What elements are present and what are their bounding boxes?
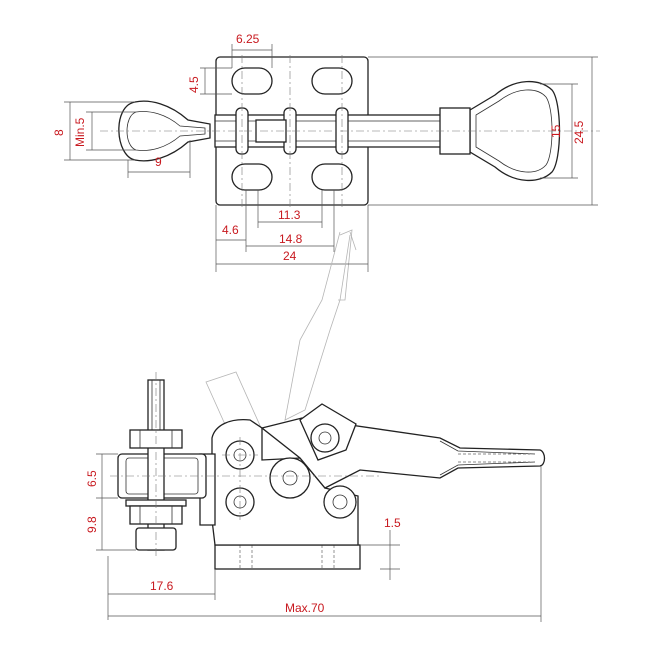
dim-hole-pitch-inner: 11.3 [278,208,301,222]
dim-spindle-height: 8 [52,129,66,136]
side-view-dimensions: 6.5 9.8 1.5 17.6 Max.70 [85,453,542,622]
dim-upper-height: 6.5 [85,470,99,487]
pivot-lower-right [323,485,357,519]
dim-spindle-slot: Min.5 [73,117,87,147]
dim-hole-height: 4.5 [187,76,201,93]
pivot-upper-right [310,423,340,453]
top-view [100,55,600,301]
top-view-dimensions: 6.25 4.5 8 Min.5 9 15 24.5 11.3 [52,32,598,272]
base-foot [214,544,361,570]
dim-spindle-reach: 17.6 [150,579,174,593]
mounting-slot-top-left [231,67,273,95]
dim-overall-height: 24.5 [572,120,586,144]
dim-thickness: 1.5 [384,516,401,530]
dim-spindle-length: 9 [155,155,162,169]
side-view [110,231,546,570]
dim-handle-height: 15 [549,124,563,138]
dim-hole-pitch-outer: 14.8 [279,232,303,246]
dim-base-width: 24 [283,249,297,263]
mounting-slot-bottom-right [311,163,353,191]
dim-lower-height: 9.8 [85,516,99,533]
dim-hole-width: 6.25 [236,32,260,46]
dim-hole-offset: 4.6 [222,223,239,237]
pivot-center [269,457,311,499]
handle-ring [469,80,561,182]
dim-overall-length: Max.70 [285,601,325,615]
mounting-slot-top-right [311,67,353,95]
mounting-slot-bottom-left [231,163,273,191]
